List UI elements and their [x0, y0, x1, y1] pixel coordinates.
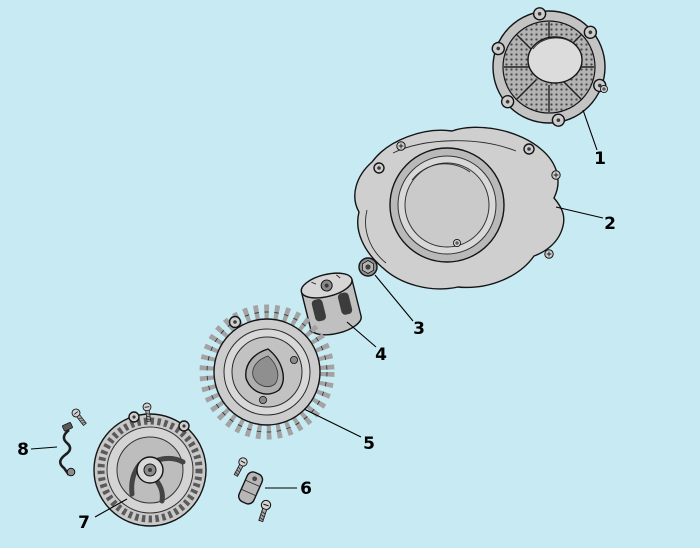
- recoil-mount-tab: [178, 420, 190, 432]
- flywheel-hole: [289, 355, 298, 364]
- leader-8: [30, 446, 58, 450]
- part-flywheel-nut: [358, 257, 378, 277]
- callout-3: 3: [413, 319, 425, 339]
- cup-notches: [311, 274, 341, 285]
- recoil-ratchet-teeth: [97, 417, 203, 523]
- cover-center-dome: [527, 36, 583, 84]
- recoil-hub-dot: [148, 468, 152, 472]
- part-fan-cover-grille: [491, 7, 608, 127]
- leader-4: [346, 321, 377, 348]
- flywheel-tab: [228, 315, 242, 329]
- ear-hole: [527, 147, 531, 151]
- dome-highlight: [532, 37, 574, 50]
- cup-slot: [337, 292, 353, 315]
- nut-bore: [365, 264, 371, 270]
- callout-numbers: 1 2 3 4 5 6 7 8: [17, 149, 616, 533]
- part-pawl-bolt-assembly: [231, 455, 273, 523]
- callout-5: 5: [363, 434, 375, 454]
- leader-5: [303, 408, 362, 438]
- fan-cover-tabs: [491, 7, 607, 127]
- wire: [58, 428, 72, 476]
- flywheel-taper-bore: [252, 355, 279, 387]
- screw-icon: [600, 85, 608, 93]
- callout-7: 7: [78, 513, 90, 533]
- recoil-mount-tab: [128, 411, 140, 423]
- callout-1: 1: [594, 149, 606, 169]
- part-flywheel: [199, 304, 335, 440]
- callout-2: 2: [604, 214, 616, 234]
- leader-7: [94, 498, 128, 518]
- leader-3: [374, 274, 414, 322]
- housing-left-shade: [365, 209, 387, 264]
- part-blower-housing: [354, 126, 565, 290]
- wire-eyelet: [66, 467, 76, 477]
- callout-6: 6: [300, 479, 312, 499]
- bore-highlight: [411, 163, 471, 181]
- pawl-body: [237, 471, 264, 505]
- wire-terminal: [62, 422, 73, 432]
- flywheel-hole: [259, 395, 267, 404]
- housing-opening-bore: [404, 162, 490, 248]
- cup-slot: [311, 298, 327, 322]
- part-recoil-starter: [93, 411, 207, 527]
- screw-icon: [396, 141, 406, 151]
- ear-hole: [377, 166, 381, 170]
- cup-center-dot: [324, 283, 329, 288]
- leader-2: [555, 206, 604, 219]
- screw-icon: [453, 239, 461, 247]
- flywheel-fin-edges: [206, 311, 328, 433]
- leader-1: [582, 109, 598, 151]
- screw-icon: [544, 249, 554, 259]
- callout-4: 4: [375, 345, 387, 365]
- callout-8: 8: [17, 440, 29, 460]
- part-wire-clip: [58, 422, 76, 477]
- part-starter-cup: [300, 272, 362, 336]
- leader-lines: [30, 109, 604, 518]
- screw-icon: [551, 170, 561, 180]
